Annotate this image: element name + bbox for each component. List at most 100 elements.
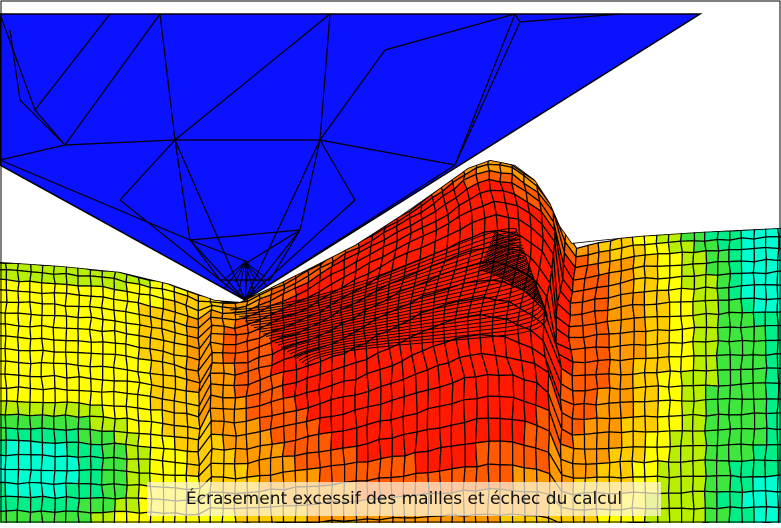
mesh-element [319,432,332,452]
mesh-element [706,370,719,386]
mesh-element [488,441,500,465]
mesh-element [693,476,707,491]
mesh-element [753,298,766,312]
mesh-element [693,370,706,385]
mesh-element [451,423,465,447]
mesh-element [29,470,41,483]
mesh-element [53,274,66,285]
mesh-element [79,470,91,484]
mesh-element [331,431,344,450]
mesh-element [693,414,707,431]
mesh-element [41,496,55,512]
mesh-element [319,450,331,468]
mesh-element [705,300,718,314]
mesh-element [500,397,514,420]
mesh-element [741,312,755,327]
mesh-element [66,274,78,286]
mesh-element [357,444,368,463]
mesh-element [717,507,730,523]
mesh-element [645,416,658,432]
mesh-element [741,248,754,261]
mesh-element [17,429,30,441]
mesh-element [669,371,682,387]
mesh-element [319,417,332,435]
mesh-element [741,477,753,493]
mesh-element [102,443,115,458]
mesh-element [91,456,104,470]
mesh-element [620,388,633,402]
mesh-element [451,444,465,468]
mesh-element [741,298,754,313]
mesh-element [42,415,54,429]
mesh-element [681,241,695,253]
mesh-element [223,353,236,364]
mesh-element [439,446,452,471]
mesh-element [741,383,754,399]
mesh-element [645,317,658,332]
mesh-element [693,508,705,523]
mesh-element [236,434,247,449]
mesh-element [30,402,44,416]
mesh-element [440,383,453,406]
mesh-element [718,327,731,342]
mesh-element [78,456,91,470]
mesh-element [633,245,645,257]
mesh-element [468,315,480,337]
mesh-element [210,395,223,409]
mesh-element [223,398,236,410]
mesh-element [103,342,116,355]
mesh-element [115,498,127,512]
mesh-element [765,285,777,300]
mesh-element [103,366,115,381]
mesh-element [609,346,620,361]
mesh-element [18,440,30,454]
mesh-element [681,370,694,385]
mesh-element [91,470,102,485]
mesh-element [66,429,78,442]
mesh-element [54,471,67,485]
mesh-element [741,238,754,250]
mesh-element [102,457,114,470]
mesh-element [126,444,139,459]
mesh-element [90,366,103,380]
mesh-element [150,317,161,329]
mesh-element [440,404,453,428]
mesh-element [78,511,92,523]
mesh-element [42,326,54,340]
mesh-element [5,302,19,313]
mesh-element [210,363,224,373]
mesh-element [18,454,31,470]
mesh-element [150,360,163,375]
mesh-element [488,375,500,397]
mesh-element [766,237,779,249]
mesh-element [78,353,91,367]
mesh-element [18,482,31,497]
mesh-element [717,341,731,356]
mesh-element [755,413,767,429]
mesh-element [596,360,610,375]
mesh-element [681,276,694,289]
mesh-element [595,286,609,299]
mesh-element [681,341,694,356]
mesh-element [644,447,658,463]
mesh-element [78,276,91,286]
mesh-element [730,384,743,399]
mesh-element [633,373,646,389]
mesh-element [66,483,80,498]
mesh-element [729,286,742,300]
mesh-element [127,471,140,485]
mesh-element [138,395,151,410]
mesh-element [114,443,127,459]
mesh-element [30,338,43,350]
mesh-element [65,293,79,306]
mesh-element [620,374,633,389]
mesh-element [138,408,152,422]
mesh-element [90,276,103,287]
mesh-element [645,401,659,417]
mesh-element [6,510,17,523]
mesh-element [607,320,621,334]
mesh-element [669,400,683,416]
mesh-element [730,492,743,508]
mesh-element [646,330,658,346]
mesh-element [644,304,657,317]
